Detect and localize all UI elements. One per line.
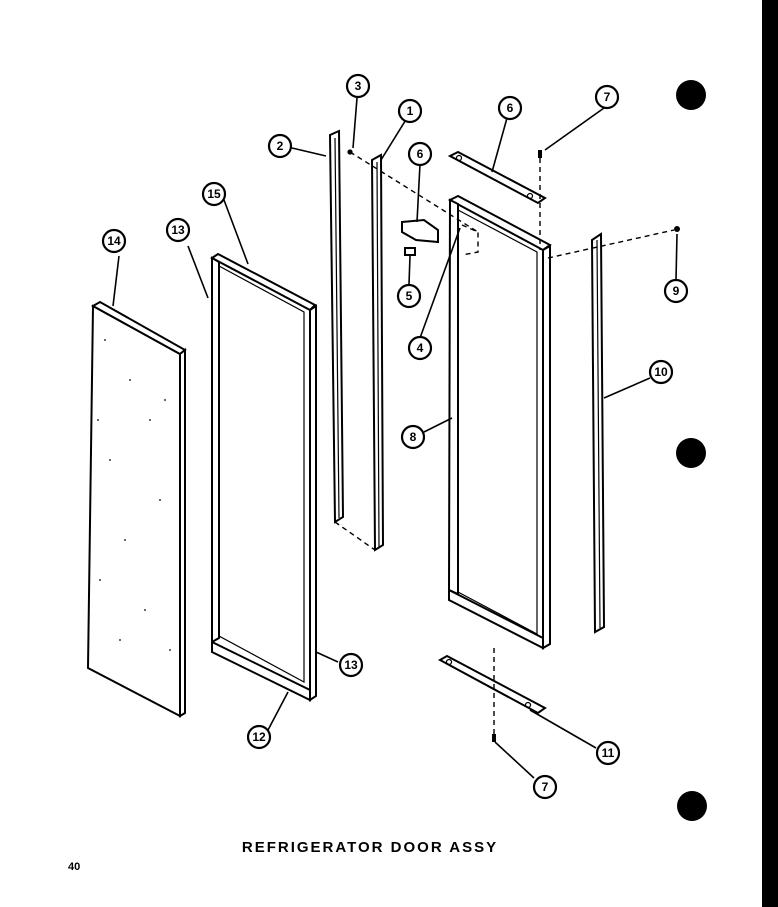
page-edge-bar <box>762 0 778 907</box>
callout-11: 11 <box>595 740 621 766</box>
svg-text:10: 10 <box>654 365 668 379</box>
callout-7-bottom: 7 <box>532 774 558 800</box>
screw-part-7-bottom <box>492 734 496 742</box>
callout-9: 9 <box>663 278 689 304</box>
svg-text:11: 11 <box>602 746 615 760</box>
hinge-bracket-part-11-bottom <box>437 654 547 715</box>
callout-13-bottom: 13 <box>338 652 364 678</box>
svg-text:7: 7 <box>542 780 549 794</box>
svg-text:7: 7 <box>604 90 611 104</box>
callout-8: 8 <box>400 424 426 450</box>
callout-6-top: 6 <box>497 95 523 121</box>
screw-part-7-top <box>538 150 542 158</box>
callout-4: 4 <box>407 335 433 361</box>
callout-10: 10 <box>648 359 674 385</box>
svg-text:13: 13 <box>344 658 358 672</box>
svg-text:8: 8 <box>410 430 417 444</box>
svg-text:3: 3 <box>355 79 362 93</box>
gasket-frame-part-13 <box>210 252 317 702</box>
svg-text:5: 5 <box>406 289 413 303</box>
page-number: 40 <box>68 861 81 873</box>
callout-1: 1 <box>397 98 423 124</box>
alignment-lines <box>334 151 675 734</box>
svg-text:12: 12 <box>252 730 266 744</box>
hinge-plate-part-6 <box>401 218 439 256</box>
svg-text:6: 6 <box>417 147 424 161</box>
callout-15: 15 <box>201 181 227 207</box>
callout-3: 3 <box>345 73 371 99</box>
svg-text:9: 9 <box>673 284 680 298</box>
diagram-caption: REFRIGERATOR DOOR ASSY <box>241 839 499 856</box>
svg-text:2: 2 <box>277 139 284 153</box>
leader-lines <box>112 97 678 779</box>
door-panel-part-14 <box>86 300 187 718</box>
svg-text:6: 6 <box>507 101 514 115</box>
screw-part-9 <box>674 226 680 232</box>
hinge-bracket-part-6-top <box>447 150 547 205</box>
callout-2: 2 <box>267 133 293 159</box>
breaker-strip-part-1 <box>370 153 385 552</box>
binder-hole-middle <box>676 438 706 468</box>
callout-14: 14 <box>101 228 127 254</box>
breaker-strip-part-2 <box>328 129 345 524</box>
callout-12: 12 <box>246 724 272 750</box>
callout-6-hinge: 6 <box>407 141 433 167</box>
door-liner-part-8 <box>447 194 552 650</box>
callout-13-top: 13 <box>165 217 191 243</box>
svg-text:14: 14 <box>107 234 121 248</box>
svg-text:15: 15 <box>207 187 221 201</box>
binder-hole-top <box>676 80 706 110</box>
callout-5: 5 <box>396 283 422 309</box>
callout-7-top: 7 <box>594 84 620 110</box>
svg-text:13: 13 <box>171 223 185 237</box>
trim-strip-part-10 <box>590 232 606 634</box>
svg-text:1: 1 <box>407 104 414 118</box>
svg-text:4: 4 <box>417 341 424 355</box>
binder-hole-bottom <box>677 791 707 821</box>
